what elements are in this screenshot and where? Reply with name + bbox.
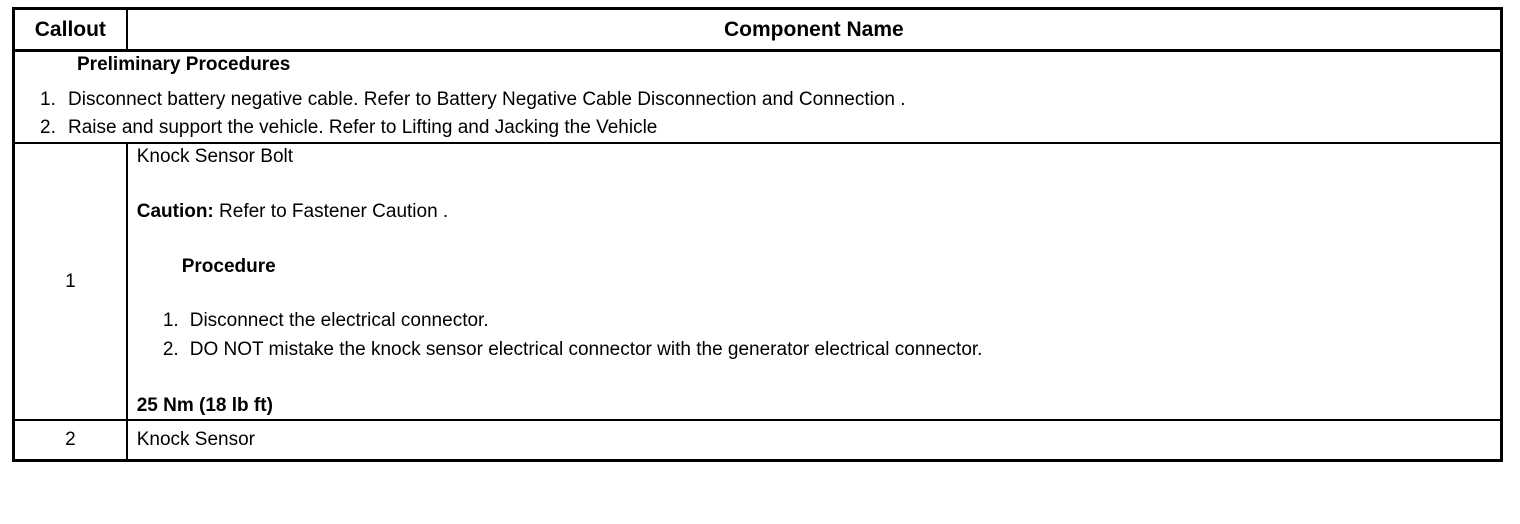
list-item: 2. DO NOT mistake the knock sensor elect… [147,335,1500,364]
caution-label: Caution: [136,201,214,222]
list-item-text: Raise and support the vehicle. Refer to … [68,117,658,138]
column-header-callout: Callout [12,7,128,52]
list-item-number: 2. [162,339,179,360]
torque-specification: 25 Nm (18 lb ft) [136,395,273,416]
list-item-number: 2. [40,117,56,138]
table-header-row: Callout Component Name [12,7,1503,52]
procedure-title: Procedure [181,256,276,277]
list-item-number: 1. [162,310,179,331]
column-header-component-name: Component Name [125,7,1503,52]
preliminary-procedures-row: Preliminary Procedures 1. Disconnect bat… [12,49,1503,144]
preliminary-procedures-title: Preliminary Procedures [77,54,291,75]
procedure-list: 1. Disconnect the electrical connector. … [128,306,1500,364]
component-name: Knock Sensor Bolt [136,146,294,167]
list-item-text: DO NOT mistake the knock sensor electric… [189,339,983,360]
preliminary-procedures-list: 1. Disconnect battery negative cable. Re… [15,86,1500,142]
list-item-text: Disconnect battery negative cable. Refer… [68,89,906,110]
list-item-text: Disconnect the electrical connector. [189,310,489,331]
caution-text: Refer to Fastener Caution . [213,201,449,222]
list-item: 2. Raise and support the vehicle. Refer … [40,114,1500,142]
callout-number: 1 [12,142,128,421]
preliminary-procedures-cell: Preliminary Procedures 1. Disconnect bat… [12,49,1503,144]
component-detail-cell: Knock Sensor Bolt Caution: Refer to Fast… [125,142,1503,421]
list-item: 1. Disconnect battery negative cable. Re… [40,86,1500,114]
callout-number: 2 [12,419,128,462]
table-row: 2 Knock Sensor [12,419,1503,462]
component-callout-table: Callout Component Name Preliminary Proce… [12,7,1503,462]
component-name: Knock Sensor [136,429,256,450]
caution-note: Caution: Refer to Fastener Caution . [128,199,1500,225]
list-item-number: 1. [40,89,56,110]
component-detail-cell: Knock Sensor [125,419,1503,462]
table-row: 1 Knock Sensor Bolt Caution: Refer to Fa… [12,142,1503,421]
list-item: 1. Disconnect the electrical connector. [147,306,1500,335]
